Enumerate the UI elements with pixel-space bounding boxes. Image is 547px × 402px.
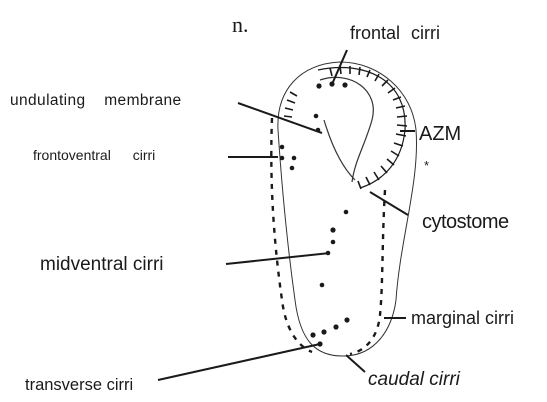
leader-lines — [158, 50, 415, 380]
label-azm: AZM — [419, 124, 461, 144]
label-undulating-membrane: undulating membrane — [10, 93, 182, 109]
label-cytostome: cytostome — [422, 212, 509, 232]
label-caudal-cirri: caudal cirri — [368, 370, 460, 389]
frontoventral-cirri — [280, 114, 321, 171]
undulating-membrane-line — [320, 77, 373, 182]
leader-cytostome — [370, 192, 408, 215]
label-frontal-cirri: frontal cirri — [350, 24, 440, 42]
label-transverse-cirri: transverse cirri — [25, 377, 133, 394]
transverse-cirri — [310, 317, 349, 346]
label-marginal-cirri: marginal cirri — [411, 309, 514, 327]
midventral-cirri — [320, 210, 349, 288]
leader-transverse — [158, 344, 320, 380]
left-marginal-row — [271, 118, 312, 352]
body-outline — [278, 62, 417, 356]
undulating-membrane-inner — [324, 120, 355, 180]
label-frontoventral-cirri: frontoventral cirri — [33, 148, 155, 162]
label-midventral-cirri: midventral cirri — [40, 255, 164, 274]
leader-caudal — [346, 355, 365, 372]
page-marker: n. — [232, 14, 249, 36]
stray-mark: * — [424, 159, 429, 172]
frontal-cirri — [316, 81, 347, 88]
right-marginal-row — [350, 190, 385, 354]
